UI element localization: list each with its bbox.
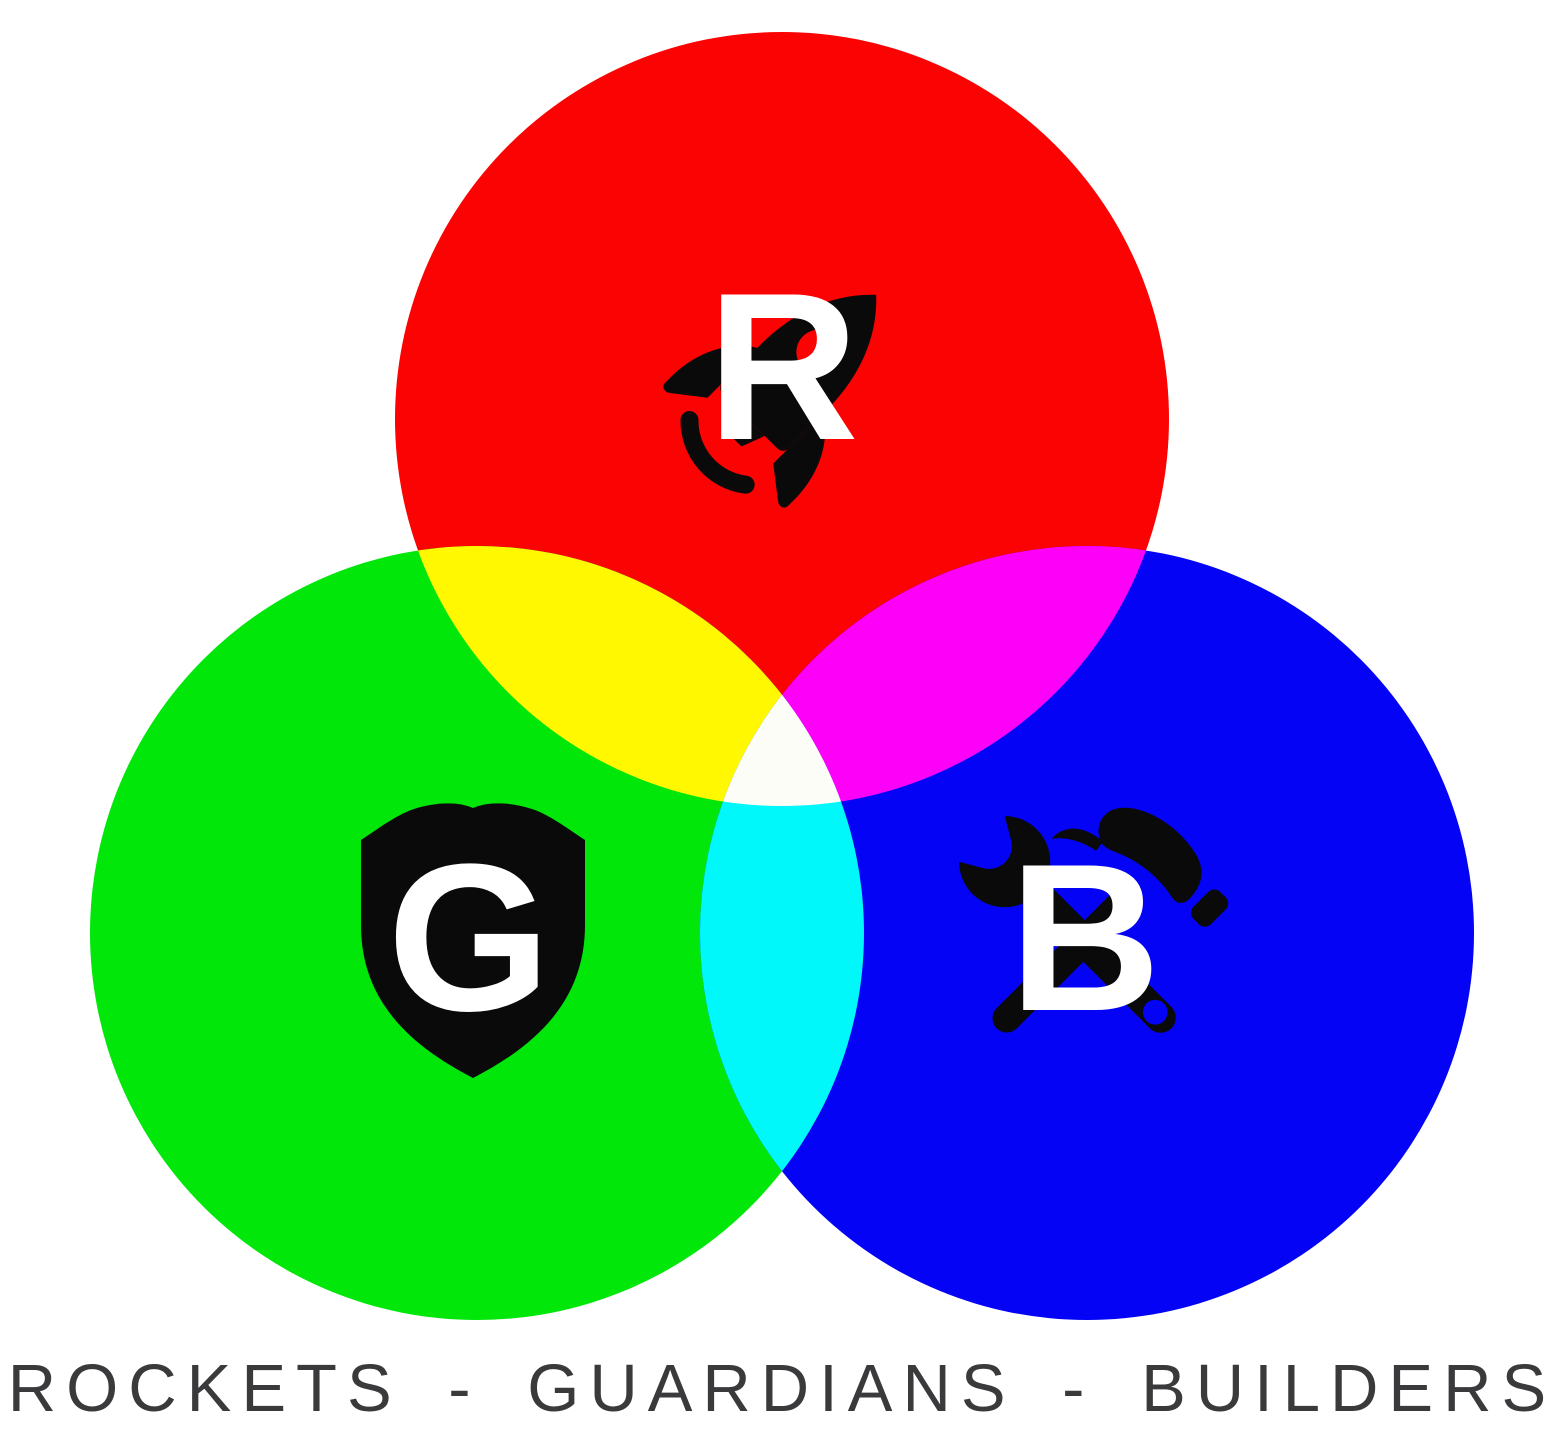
red-blue-overlap [700,546,1169,806]
rocket-fin-right [773,413,826,508]
rocket-window [796,329,842,375]
letter-b: B [1009,820,1161,1055]
letter-g: G [387,820,550,1055]
rocket-nozzle [724,406,765,447]
rocket-exhaust-swoosh [680,411,755,494]
rocket-fin-left [663,345,758,398]
wrench-head [959,816,1051,908]
hammer-handle [992,886,1139,1033]
rocket-body [720,294,877,451]
shield-icon [361,803,585,1078]
wrench-handle [1025,882,1176,1033]
hammer-face [1190,889,1229,927]
caption: ROCKETS - GUARDIANS - BUILDERS [8,1351,1556,1426]
rocket-icon [663,294,877,508]
shield-shape [361,803,585,1078]
wrench-icon [959,816,1176,1033]
red-green-overlap [395,546,864,806]
wrench-hole [1142,999,1168,1025]
hammer-icon [992,807,1229,1033]
hammer-claw [1051,828,1103,851]
hammer-head [1098,807,1202,903]
tools-icon [959,807,1229,1033]
letter-r: R [707,249,859,484]
